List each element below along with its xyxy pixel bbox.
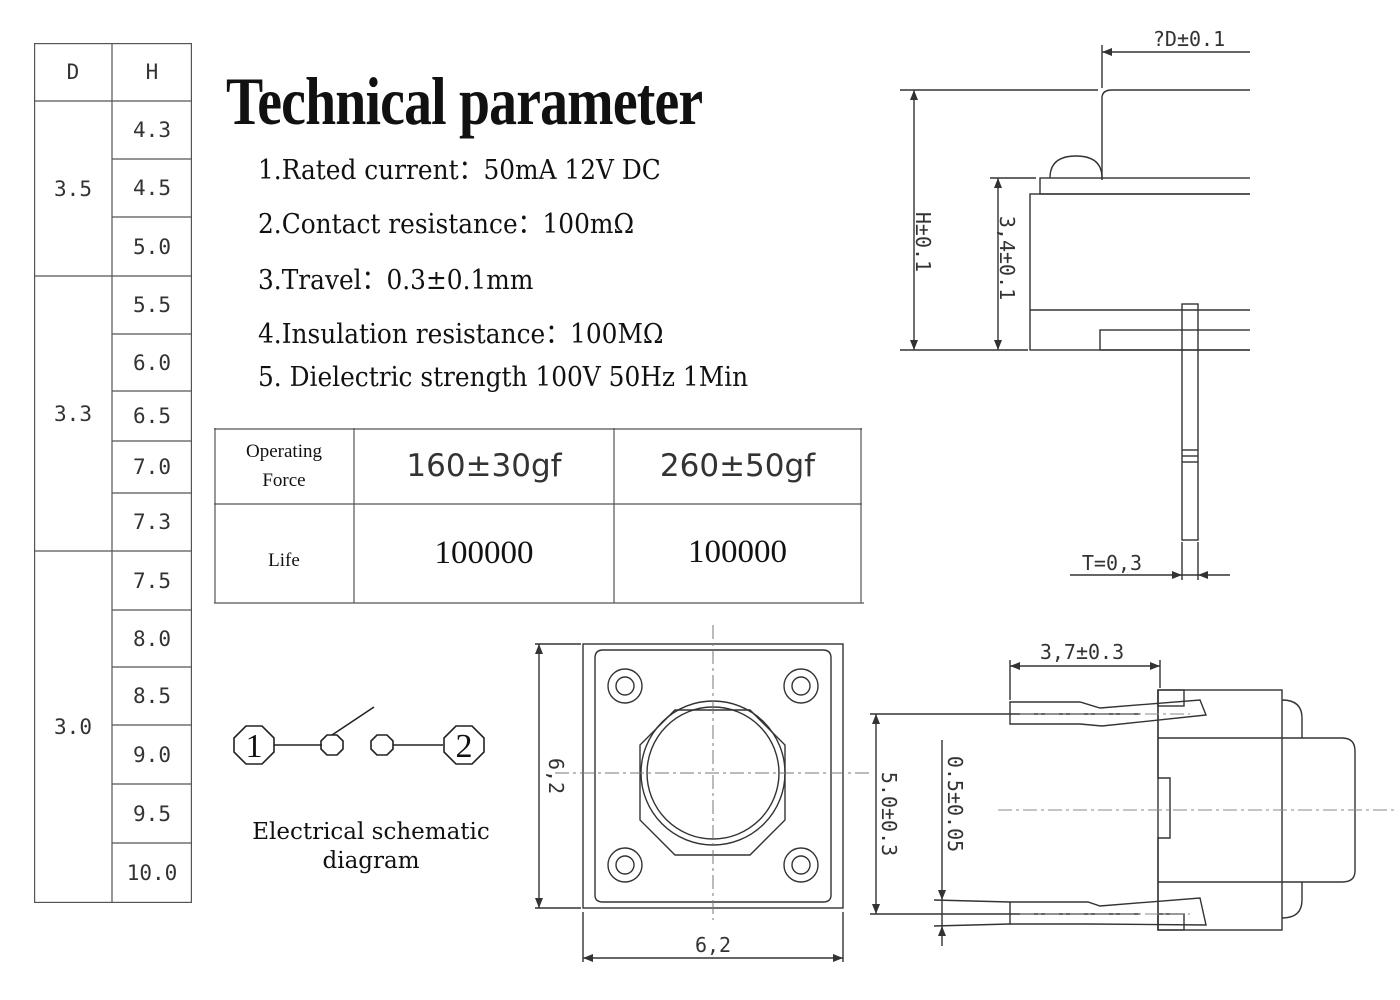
page-title: Technical parameter (226, 63, 703, 139)
life-label: Life (268, 550, 300, 571)
top-width-dim: ?D±0.1 (1153, 27, 1225, 51)
h-value: 8.5 (133, 684, 171, 708)
h-value: 8.0 (133, 626, 171, 651)
pin-length-dim: 3,7±0.3 (1040, 640, 1124, 664)
force-value-2: 260±50gf (659, 448, 816, 484)
h-value: 6.5 (133, 404, 171, 428)
h-value: 6.0 (133, 350, 171, 375)
contact-left (320, 734, 344, 756)
h-value: 7.5 (133, 568, 171, 593)
pin-2-octagon (443, 725, 485, 765)
square-height-dim: 6,2 (544, 758, 568, 794)
square-width-dim: 6,2 (695, 933, 731, 957)
header-d: D (66, 60, 80, 84)
total-height-dim: H±0.1 (911, 212, 935, 272)
h-value: 7.3 (133, 510, 171, 534)
dimension-table: D H 3.5 4.3 4.5 5.0 3.3 5.5 6.0 6.5 7.0 … (34, 43, 192, 903)
operating-force-label: Operating Force (214, 428, 354, 504)
h-value: 4.3 (133, 118, 171, 142)
schematic-caption-line1: Electrical schematic (252, 819, 490, 845)
h-value: 9.5 (133, 801, 171, 826)
pin-pitch-dim: 5.0±0.3 (877, 772, 901, 856)
h-value: 5.5 (133, 293, 171, 317)
thickness-dim: T=0,3 (1082, 551, 1142, 575)
electrical-schematic: 1 2 (233, 706, 485, 765)
header-h: H (145, 60, 159, 84)
pin-1-octagon (233, 725, 275, 765)
param-insulation-resistance: 4.Insulation resistance：100MΩ (258, 319, 664, 350)
schematic-caption: Electrical schematic diagram (240, 818, 502, 876)
contact-right (370, 734, 394, 756)
dimension-table-grid (34, 43, 192, 903)
force-value-1: 160±30gf (406, 448, 562, 484)
life-value-2: 100000 (688, 534, 787, 570)
top-view-drawing: 6,2 6,2 (535, 625, 870, 962)
force-life-table: Operating Force 160±30gf 260±50gf Life 1… (214, 428, 864, 604)
d-value: 3.3 (54, 401, 92, 426)
pin-1-label: 1 (246, 728, 263, 765)
switch-lever (331, 706, 375, 736)
h-value: 10.0 (126, 861, 178, 885)
pin-2-label: 2 (456, 728, 473, 765)
force-table-grid (214, 428, 864, 604)
operating-label-line2: Force (262, 470, 306, 491)
h-value: 7.0 (133, 455, 171, 479)
d-value: 3.0 (54, 715, 92, 739)
param-dielectric-strength: 5. Dielectric strength 100V 50Hz 1Min (258, 362, 749, 393)
param-contact-resistance: 2.Contact resistance：100mΩ (258, 209, 635, 240)
front-view-drawing: 3,7±0.3 5.0±0.3 0.5±0.05 (870, 640, 1398, 946)
param-travel: 3.Travel：0.3±0.1mm (258, 265, 534, 296)
h-value: 9.0 (133, 742, 171, 767)
schematic-caption-line2: diagram (322, 848, 420, 874)
param-rated-current: 1.Rated current：50mA 12V DC (258, 155, 661, 186)
operating-label-line1: Operating (246, 441, 322, 462)
h-value: 5.0 (133, 234, 171, 259)
life-value-1: 100000 (434, 535, 534, 571)
pin-width-dim: 0.5±0.05 (943, 756, 967, 852)
body-height-dim: 3,4±0.1 (995, 216, 1019, 300)
d-value: 3.5 (54, 176, 92, 201)
side-view-drawing: ?D±0.1 H±0.1 3,4±0.1 T=0,3 (900, 27, 1250, 580)
h-value: 4.5 (133, 176, 171, 200)
